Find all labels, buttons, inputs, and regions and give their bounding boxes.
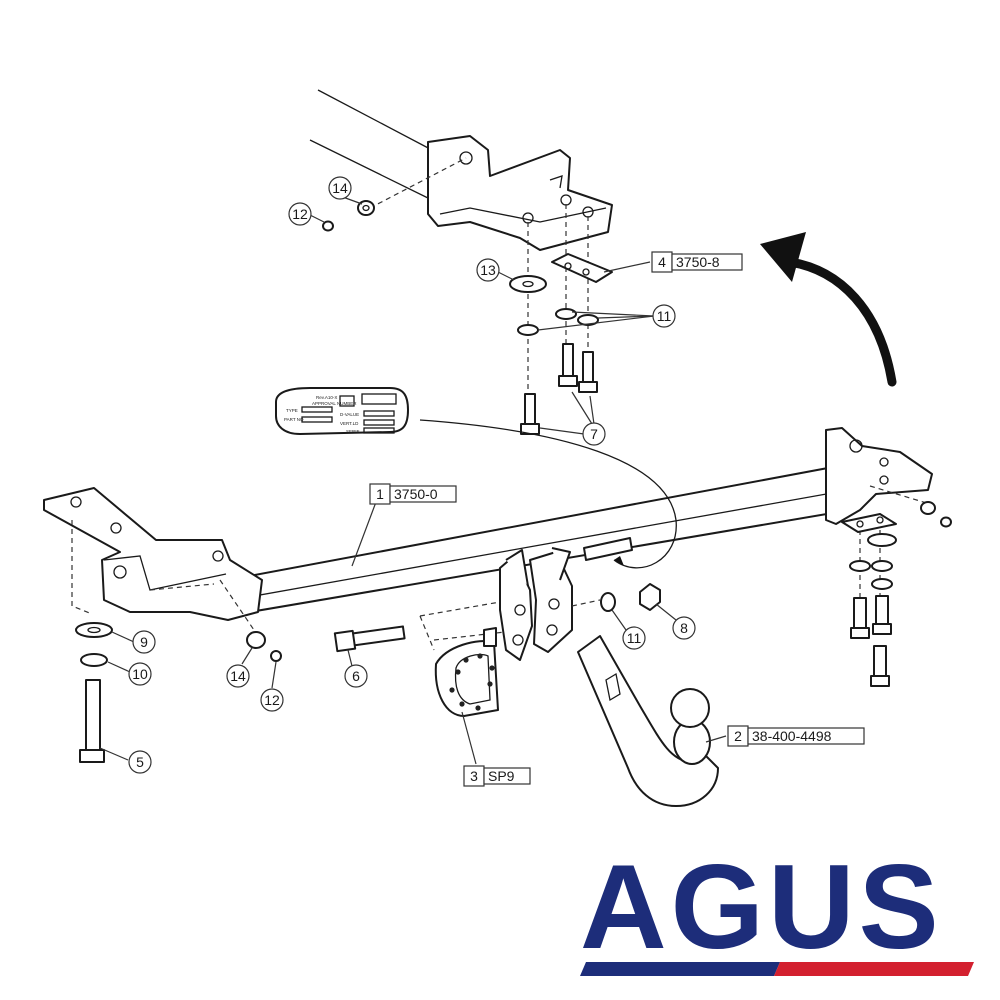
left-mounting-bracket [43, 487, 263, 631]
callout-8: 8 [680, 620, 688, 636]
callout-14-lower: 14 [230, 668, 246, 684]
logo-stripe-navy [580, 962, 780, 976]
callouts: 14 12 13 11 7 9 10 5 14 12 6 [99, 176, 696, 774]
plate-part: PART NO [284, 417, 304, 422]
plate-slot [419, 419, 677, 569]
right-fasteners [841, 501, 952, 687]
logo-text: AGUS [580, 840, 943, 974]
bolts-7 [520, 343, 598, 435]
plate-vert: VERT.LD [340, 421, 359, 426]
part-2-number: 2 [734, 728, 742, 744]
socket-plate-sp9 [434, 627, 499, 717]
plate-dval: D-VALUE [340, 412, 359, 417]
callout-13: 13 [480, 262, 496, 278]
left-fasteners [75, 622, 282, 763]
upper-washer-14 [357, 200, 375, 216]
right-mounting-bracket [825, 427, 933, 600]
spring-washers-11-upper [517, 308, 599, 336]
part-2-code: 38-400-4498 [752, 728, 832, 744]
callout-12-upper: 12 [292, 206, 308, 222]
logo-stripe-red [774, 962, 974, 976]
callout-7: 7 [590, 426, 598, 442]
callout-10: 10 [132, 666, 148, 682]
part-labels: 1 3750-0 2 38-400-4498 3 SP9 4 3750-8 [351, 251, 865, 787]
identification-plate: Rev.A10-X APPROVAL NUMBER TYPE PART NO D… [275, 387, 409, 435]
agus-logo: AGUS [580, 840, 974, 976]
plate-line1: Rev.A10-X [316, 395, 337, 400]
callout-11-center: 11 [627, 630, 642, 646]
bolt-6 [333, 625, 406, 653]
callout-12-lower: 12 [264, 692, 280, 708]
part-1-number: 1 [376, 486, 384, 502]
plate-line2: APPROVAL NUMBER [312, 401, 357, 406]
washer-13 [509, 275, 547, 293]
part-1-code: 3750-0 [394, 486, 438, 502]
plate-type: TYPE [286, 408, 298, 413]
plate-4 [551, 253, 613, 283]
part-4-code: 3750-8 [676, 254, 720, 270]
upper-nut-12 [322, 220, 334, 232]
curved-arrow-icon [760, 232, 897, 387]
callout-11-upper: 11 [657, 308, 672, 324]
callout-6: 6 [352, 668, 360, 684]
part-3-code: SP9 [488, 768, 515, 784]
plate-serie: SERIE [346, 429, 360, 434]
callout-5: 5 [136, 754, 144, 770]
tow-ball-neck [577, 635, 719, 807]
part-4-number: 4 [658, 254, 666, 270]
center-mounting-plates [419, 547, 601, 661]
callout-9: 9 [140, 634, 148, 650]
nut-8 [639, 583, 661, 611]
washer-11-center [600, 592, 616, 612]
callout-14-upper: 14 [332, 180, 348, 196]
part-3-number: 3 [470, 768, 478, 784]
